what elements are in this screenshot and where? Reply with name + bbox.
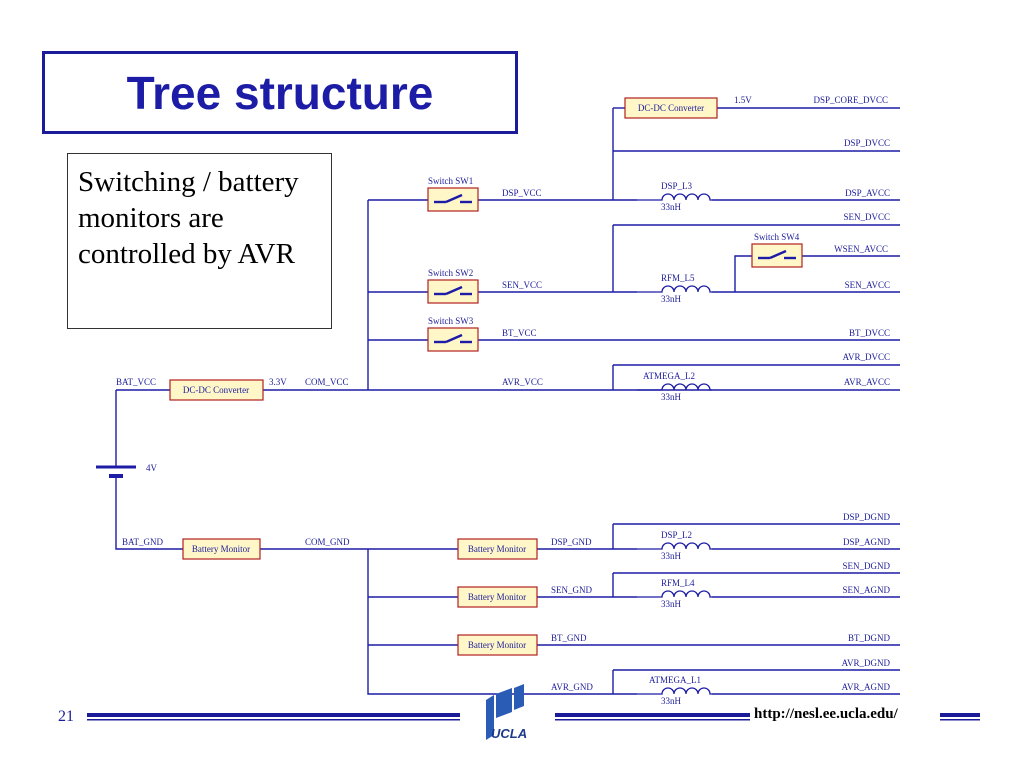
net-dsp-vcc: DSP_VCC xyxy=(502,188,542,198)
inductor-rfm-l5 xyxy=(637,285,712,293)
sw4-label: Switch SW4 xyxy=(754,232,800,242)
net-dsp-gnd: DSP_GND xyxy=(551,537,592,547)
net-dsp-agnd: DSP_AGND xyxy=(843,537,891,547)
note-box: Switching / battery monitors are control… xyxy=(67,153,332,329)
dcdc-top-label: DC-DC Converter xyxy=(638,103,704,113)
value-atmega-l1: 33nH xyxy=(661,696,682,706)
footer-rule-right xyxy=(555,713,980,721)
net-1v5: 1.5V xyxy=(734,95,752,105)
net-wsen-avcc: WSEN_AVCC xyxy=(834,244,888,254)
net-avr-agnd: AVR_AGND xyxy=(842,682,891,692)
switch-sw4: Switch SW4 xyxy=(751,232,803,268)
net-dsp-dvcc: DSP_DVCC xyxy=(844,138,890,148)
net-sen-agnd: SEN_AGND xyxy=(842,585,890,595)
net-bt-gnd: BT_GND xyxy=(551,633,587,643)
label-atmega-l1: ATMEGA_L1 xyxy=(649,675,701,685)
label-rfm-l4: RFM_L4 xyxy=(661,578,695,588)
inductor-rfm-l4 xyxy=(637,590,712,598)
net-bat-vcc: BAT_VCC xyxy=(116,377,156,387)
dcdc-converter-left: DC-DC Converter xyxy=(169,379,264,401)
value-dsp-l3: 33nH xyxy=(661,202,682,212)
switch-sw1: Switch SW1 xyxy=(427,176,479,212)
value-atmega-l2: 33nH xyxy=(661,392,682,402)
battery-monitor-bt-label: Battery Monitor xyxy=(468,640,526,650)
net-avr-dvcc: AVR_DVCC xyxy=(843,352,890,362)
net-bat-gnd: BAT_GND xyxy=(122,537,164,547)
net-avr-vcc: AVR_VCC xyxy=(502,377,543,387)
net-bt-dgnd: BT_DGND xyxy=(848,633,890,643)
inductor-atmega-l2 xyxy=(637,383,712,391)
battery-monitor-main: Battery Monitor xyxy=(182,538,261,560)
footer-url-link[interactable]: http://nesl.ee.ucla.edu/ xyxy=(752,706,900,723)
net-dsp-core-dvcc: DSP_CORE_DVCC xyxy=(813,95,888,105)
switch-sw3: Switch SW3 xyxy=(427,316,479,352)
label-rfm-l5: RFM_L5 xyxy=(661,273,695,283)
net-dsp-avcc: DSP_AVCC xyxy=(845,188,890,198)
note-text: Switching / battery monitors are control… xyxy=(78,166,299,270)
battery-monitor-bt: Battery Monitor xyxy=(457,634,538,656)
net-avr-avcc: AVR_AVCC xyxy=(844,377,890,387)
battery-monitor-dsp-label: Battery Monitor xyxy=(468,544,526,554)
battery-symbol xyxy=(96,465,136,478)
net-3v3: 3.3V xyxy=(269,377,287,387)
gnd-wires xyxy=(115,477,900,695)
inductor-atmega-l1 xyxy=(637,687,712,695)
vcc-wires xyxy=(115,107,900,467)
sw3-label: Switch SW3 xyxy=(428,316,474,326)
net-dsp-dgnd: DSP_DGND xyxy=(843,512,891,522)
net-com-vcc: COM_VCC xyxy=(305,377,349,387)
sw2-label: Switch SW2 xyxy=(428,268,473,278)
value-rfm-l5: 33nH xyxy=(661,294,682,304)
sw1-label: Switch SW1 xyxy=(428,176,473,186)
inductor-dsp-l2 xyxy=(637,542,712,550)
battery-monitor-sen-label: Battery Monitor xyxy=(468,592,526,602)
battery-monitor-sen: Battery Monitor xyxy=(457,586,538,608)
net-sen-avcc: SEN_AVCC xyxy=(845,280,890,290)
net-sen-dvcc: SEN_DVCC xyxy=(843,212,890,222)
net-sen-gnd: SEN_GND xyxy=(551,585,593,595)
net-bt-dvcc: BT_DVCC xyxy=(849,328,890,338)
footer-rule-left xyxy=(87,713,460,721)
inductor-dsp-l3 xyxy=(637,193,712,201)
net-avr-gnd: AVR_GND xyxy=(551,682,593,692)
dcdc-left-label: DC-DC Converter xyxy=(183,385,249,395)
ucla-logo: UCLA xyxy=(486,684,527,741)
value-dsp-l2: 33nH xyxy=(661,551,682,561)
value-rfm-l4: 33nH xyxy=(661,599,682,609)
ucla-logo-text: UCLA xyxy=(491,726,527,741)
label-atmega-l2: ATMEGA_L2 xyxy=(643,371,695,381)
net-sen-dgnd: SEN_DGND xyxy=(842,561,890,571)
battery-voltage-label: 4V xyxy=(146,463,158,473)
slide-title: Tree structure xyxy=(126,67,434,119)
title-box: Tree structure xyxy=(42,51,518,134)
battery-monitor-dsp: Battery Monitor xyxy=(457,538,538,560)
label-dsp-l2: DSP_L2 xyxy=(661,530,692,540)
battery-monitor-main-label: Battery Monitor xyxy=(192,544,250,554)
label-dsp-l3: DSP_L3 xyxy=(661,181,693,191)
net-bt-vcc: BT_VCC xyxy=(502,328,537,338)
net-sen-vcc: SEN_VCC xyxy=(502,280,542,290)
page-number: 21 xyxy=(58,708,74,725)
switch-sw2: Switch SW2 xyxy=(427,268,479,304)
dcdc-converter-top: DC-DC Converter xyxy=(624,97,718,119)
net-com-gnd: COM_GND xyxy=(305,537,350,547)
net-avr-dgnd: AVR_DGND xyxy=(842,658,891,668)
